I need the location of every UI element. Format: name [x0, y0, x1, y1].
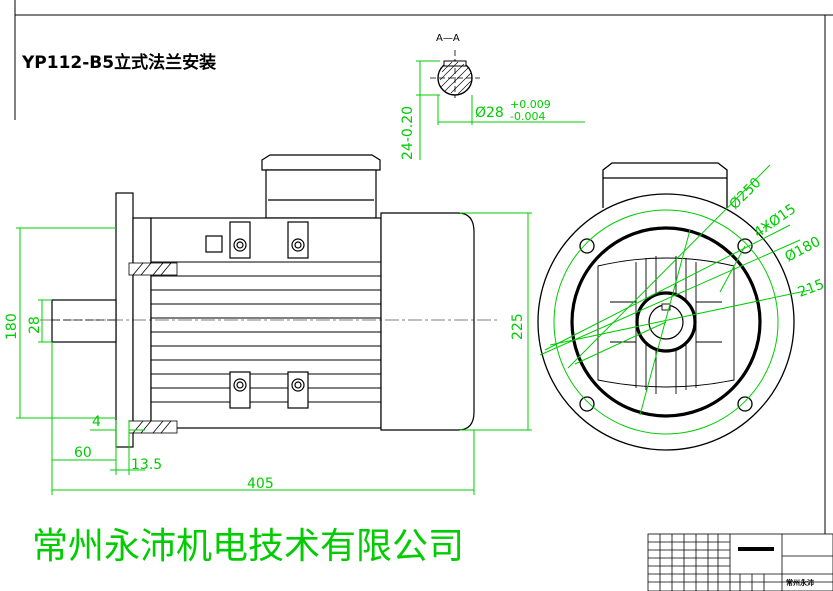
title-block-company: 常州永沛: [786, 578, 814, 587]
dim-215: 215: [796, 277, 827, 301]
title-block: [647, 533, 833, 591]
dim-d180: Ø180: [782, 234, 823, 266]
dim-225: 225: [510, 313, 526, 340]
dim-180: 180: [4, 313, 20, 340]
company-name: 常州永沛机电技术有限公司: [32, 526, 464, 567]
bolt-lugs: [205, 221, 309, 409]
drawing-frame: [14, 0, 833, 591]
motor-end-view: [537, 162, 795, 451]
dim-holes: 4ӾØ15: [751, 201, 799, 241]
section-label: A—A: [436, 33, 460, 44]
end-view-dimensions: [539, 164, 811, 435]
dim-60: 60: [74, 445, 92, 461]
side-view-dimensions: [16, 212, 532, 495]
dim-d250: Ø250: [727, 175, 765, 213]
page-title: YP112-B5立式法兰安装: [21, 52, 216, 73]
section-aa: A—A 24-0.20 Ø28 +0.009 -0.004: [400, 33, 585, 160]
shaft-tol-upper: +0.009: [510, 98, 551, 111]
shaft-tol-lower: -0.004: [510, 110, 545, 123]
dim-13-5: 13.5: [131, 457, 162, 473]
motor-side-view: [40, 154, 500, 448]
dim-4: 4: [92, 414, 101, 430]
shaft-dia-dim: Ø28: [475, 105, 504, 121]
key-depth-dim: 24-0.20: [400, 106, 416, 160]
title-block-bar: [738, 547, 774, 551]
dim-28: 28: [27, 316, 43, 334]
dim-405: 405: [247, 476, 274, 492]
